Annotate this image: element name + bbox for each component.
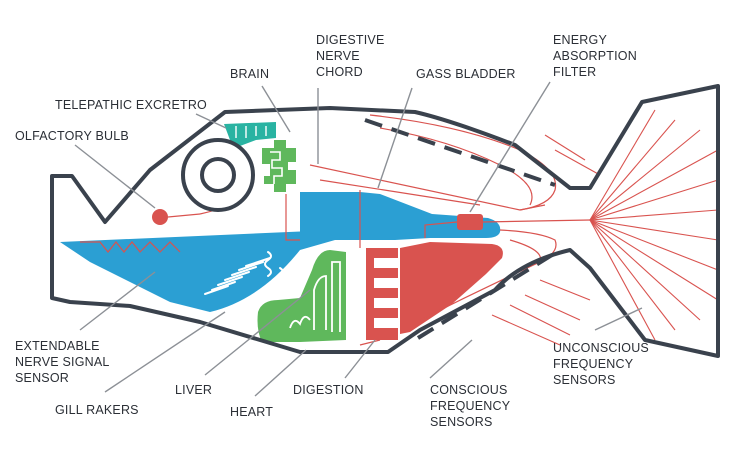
dashed-dorsal-line xyxy=(364,118,556,187)
label-extendable-nerve-signal-sensor: EXTENDABLE NERVE SIGNAL SENSOR xyxy=(15,339,110,385)
label-liver: LIVER xyxy=(175,383,213,397)
heart-texture xyxy=(289,261,341,332)
digestion-block xyxy=(400,242,503,334)
blue-body-region xyxy=(60,230,335,312)
eye-inner xyxy=(200,157,236,193)
label-olfactory-bulb: OLFACTORY BULB xyxy=(15,129,129,143)
gill-slits xyxy=(204,251,296,301)
digestion-maze xyxy=(366,248,398,340)
olfactory-bulb-shape xyxy=(152,209,168,225)
energy-absorption-filter-shape xyxy=(457,214,483,230)
brain-texture xyxy=(270,151,283,184)
label-brain: BRAIN xyxy=(230,67,270,81)
brain-shape xyxy=(262,140,296,192)
label-heart: HEART xyxy=(230,405,274,419)
excretro-texture xyxy=(235,126,267,138)
label-digestion: DIGESTION xyxy=(293,383,364,397)
label-telepathic-excretro: TELEPATHIC EXCRETRO xyxy=(55,98,207,112)
label-gill-rakers: GILL RAKERS xyxy=(55,403,139,417)
label-energy-absorption-filter: ENERGY ABSORPTION FILTER xyxy=(553,33,637,79)
telepathic-excretro-shape xyxy=(224,122,276,146)
label-digestive-nerve-chord: DIGESTIVE NERVE CHORD xyxy=(316,33,385,79)
label-gass-bladder: GASS BLADDER xyxy=(416,67,516,81)
label-conscious-frequency-sensors: CONSCIOUS FREQUENCY SENSORS xyxy=(430,383,511,429)
label-unconscious-frequency-sensors: UNCONSCIOUS FREQUENCY SENSORS xyxy=(553,341,649,387)
fish-outline xyxy=(50,84,720,358)
gass-bladder-shape xyxy=(300,192,501,240)
tail-rays xyxy=(491,109,719,346)
leader-lines xyxy=(74,81,643,397)
